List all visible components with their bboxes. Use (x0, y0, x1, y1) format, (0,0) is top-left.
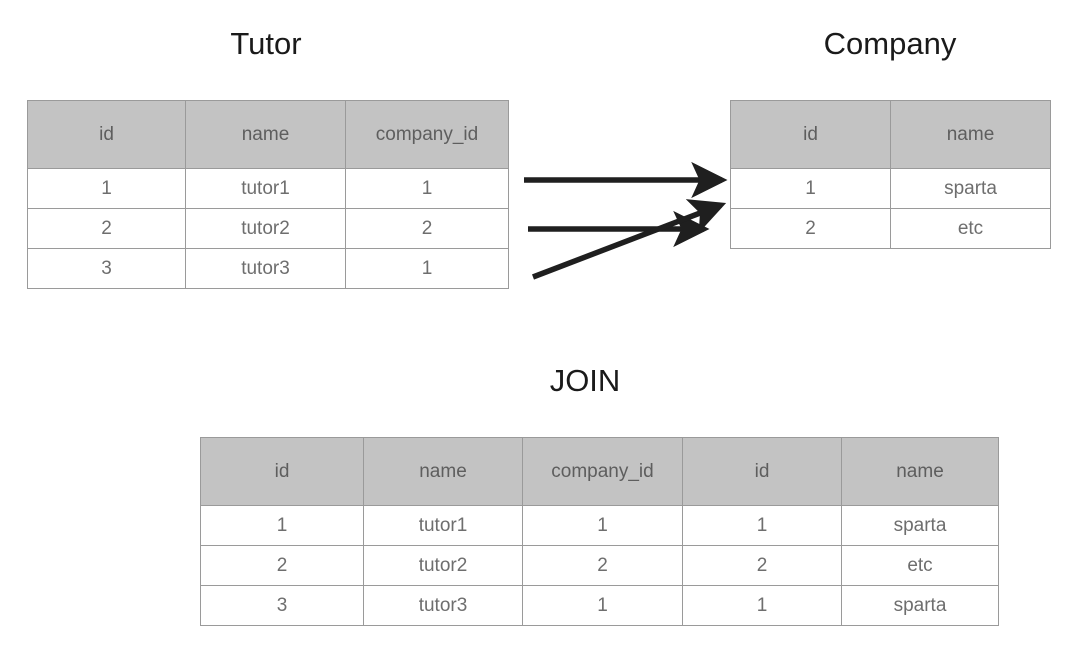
table-row: 1 sparta (730, 168, 1051, 209)
tutor-table-title: Tutor (230, 26, 302, 61)
cell-company-pk-id: 1 (682, 505, 842, 546)
cell-company-id: 2 (522, 545, 683, 586)
cell-id: 2 (730, 208, 891, 249)
table-row: 3 tutor3 1 (27, 248, 509, 289)
column-header-tutor-id: id (200, 437, 364, 506)
cell-tutor-id: 2 (200, 545, 364, 586)
table-row: 2 tutor2 2 2 etc (200, 545, 999, 586)
column-header-company-pk-id: id (682, 437, 842, 506)
table-row: 1 tutor1 1 (27, 168, 509, 209)
cell-company-id: 1 (522, 505, 683, 546)
cell-tutor-name: tutor1 (363, 505, 523, 546)
cell-company-pk-id: 2 (682, 545, 842, 586)
table-header-row: id name company_id id name (200, 437, 999, 506)
column-header-name: name (185, 100, 346, 169)
table-header-row: id name (730, 100, 1051, 169)
company-table: id name 1 sparta 2 etc (730, 100, 1051, 249)
table-row: 1 tutor1 1 1 sparta (200, 505, 999, 546)
cell-company-name: sparta (841, 585, 999, 626)
cell-tutor-id: 1 (200, 505, 364, 546)
cell-name: etc (890, 208, 1051, 249)
cell-tutor-name: tutor2 (363, 545, 523, 586)
cell-company-pk-id: 1 (682, 585, 842, 626)
column-header-id: id (27, 100, 186, 169)
cell-company-id: 2 (345, 208, 509, 249)
cell-id: 1 (27, 168, 186, 209)
cell-id: 3 (27, 248, 186, 289)
column-header-tutor-name: name (363, 437, 523, 506)
column-header-company-id: company_id (522, 437, 683, 506)
column-header-id: id (730, 100, 891, 169)
cell-name: tutor3 (185, 248, 346, 289)
join-table: id name company_id id name 1 tutor1 1 1 … (200, 437, 999, 626)
cell-company-id: 1 (345, 168, 509, 209)
arrow-tutor3-to-company1 (532, 199, 727, 280)
cell-name: sparta (890, 168, 1051, 209)
cell-company-name: sparta (841, 505, 999, 546)
cell-id: 2 (27, 208, 186, 249)
cell-name: tutor1 (185, 168, 346, 209)
column-header-company-name: name (841, 437, 999, 506)
cell-company-id: 1 (345, 248, 509, 289)
cell-name: tutor2 (185, 208, 346, 249)
cell-company-id: 1 (522, 585, 683, 626)
join-table-title: JOIN (549, 363, 621, 398)
company-table-title: Company (823, 26, 957, 61)
column-header-company-id: company_id (345, 100, 509, 169)
cell-tutor-name: tutor3 (363, 585, 523, 626)
table-row: 2 etc (730, 208, 1051, 249)
table-row: 3 tutor3 1 1 sparta (200, 585, 999, 626)
cell-company-name: etc (841, 545, 999, 586)
table-row: 2 tutor2 2 (27, 208, 509, 249)
column-header-name: name (890, 100, 1051, 169)
cell-tutor-id: 3 (200, 585, 364, 626)
cell-id: 1 (730, 168, 891, 209)
tutor-table: id name company_id 1 tutor1 1 2 tutor2 2… (27, 100, 509, 289)
table-header-row: id name company_id (27, 100, 509, 169)
